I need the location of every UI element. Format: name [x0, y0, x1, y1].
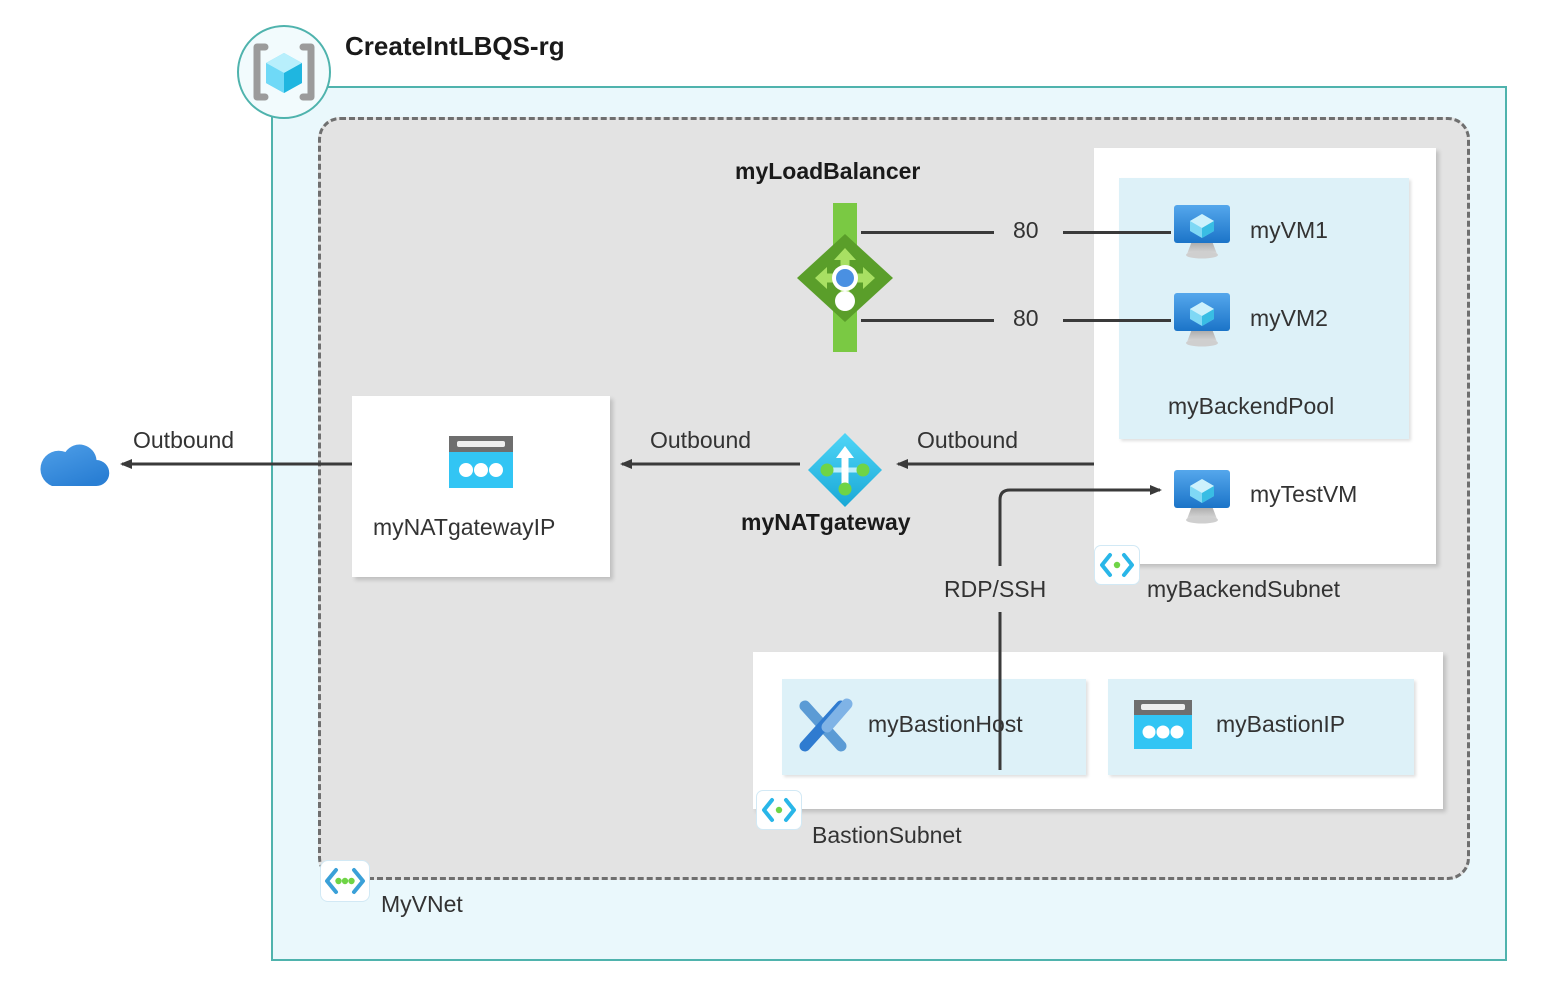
- backend-pool-label: myBackendPool: [1168, 393, 1335, 419]
- public-ip-icon: [1132, 698, 1194, 752]
- bastion-ip-label: myBastionIP: [1216, 711, 1346, 737]
- outbound-subnet-label: Outbound: [917, 427, 1019, 453]
- vnet-label: MyVNet: [381, 891, 463, 917]
- resource-group-badge: [237, 25, 331, 119]
- port-label-vm1: 80: [1013, 217, 1039, 243]
- vm2-label: myVM2: [1250, 305, 1328, 331]
- connector-lb-vm2-right: [1063, 319, 1171, 322]
- backend-subnet-label: myBackendSubnet: [1147, 576, 1341, 602]
- page-title: CreateIntLBQS-rg: [345, 31, 565, 61]
- connector-lb-vm2-left: [861, 319, 994, 322]
- outbound-natip-label: Outbound: [650, 427, 752, 453]
- test-vm-label: myTestVM: [1250, 481, 1358, 507]
- subnet-icon: [1094, 545, 1140, 585]
- bastion-icon: [797, 698, 861, 756]
- nat-gateway-icon[interactable]: [805, 430, 885, 510]
- bastion-host-label: myBastionHost: [868, 711, 1023, 737]
- virtual-machine-icon[interactable]: [1172, 291, 1232, 349]
- subnet-icon: [756, 790, 802, 830]
- backend-pool-container: [1119, 178, 1409, 439]
- connector-lb-vm1-left: [861, 231, 994, 234]
- rdp-ssh-label: RDP/SSH: [944, 576, 1047, 602]
- cloud-icon: [32, 434, 114, 490]
- load-balancer-label: myLoadBalancer: [735, 158, 921, 184]
- load-balancer-icon[interactable]: [790, 200, 900, 355]
- virtual-machine-icon[interactable]: [1172, 203, 1232, 261]
- nat-gateway-label: myNATgateway: [741, 509, 911, 535]
- vm1-label: myVM1: [1250, 217, 1328, 243]
- port-label-vm2: 80: [1013, 305, 1039, 331]
- resource-group-icon: [253, 43, 315, 101]
- outbound-internet-label: Outbound: [133, 427, 235, 453]
- connector-lb-vm1-right: [1063, 231, 1171, 234]
- public-ip-icon: [447, 434, 515, 490]
- nat-gateway-ip-label: myNATgatewayIP: [373, 514, 556, 540]
- vnet-icon: [320, 860, 370, 902]
- bastion-subnet-label: BastionSubnet: [812, 822, 962, 848]
- virtual-machine-icon[interactable]: [1172, 468, 1232, 526]
